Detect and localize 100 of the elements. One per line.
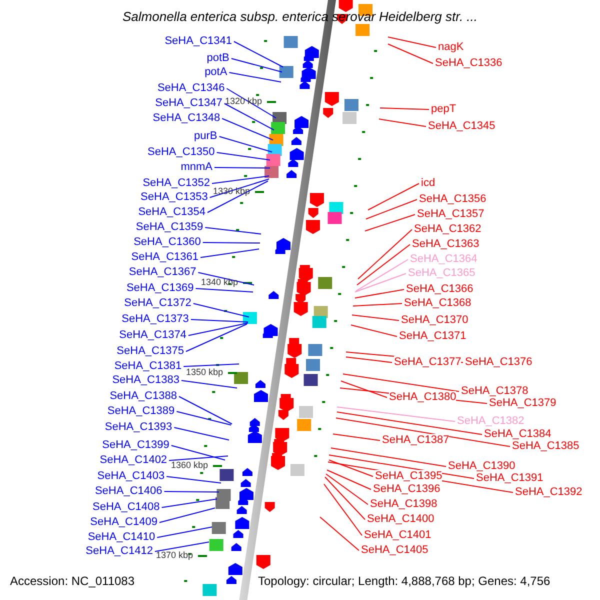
- leader-line: [214, 167, 270, 168]
- gene-label: SeHA_C1378: [461, 385, 528, 398]
- leader-line: [358, 229, 412, 280]
- gene-label: SeHA_C1383: [112, 374, 180, 387]
- gene-label: SeHA_C1353: [140, 191, 208, 204]
- leader-line: [185, 324, 248, 352]
- gene-label: SeHA_C1360: [134, 236, 201, 249]
- leader-line: [328, 460, 374, 477]
- gene-label: SeHA_C1406: [94, 485, 162, 498]
- gene-label: SeHA_C1345: [428, 120, 496, 133]
- gene-label: SeHA_C1352: [142, 177, 210, 190]
- gene-label: purB: [194, 130, 218, 143]
- scale-tick-label: 1370 kbp: [156, 549, 194, 562]
- leader-line: [209, 178, 270, 198]
- leader-line: [368, 183, 420, 210]
- gene-label: SeHA_C1401: [364, 529, 432, 542]
- leader-line: [234, 41, 284, 68]
- gene-label: SeHA_C1382: [457, 415, 524, 428]
- leader-line: [222, 118, 274, 140]
- leader-line: [326, 470, 372, 490]
- gene-label: potA: [204, 66, 228, 79]
- gene-label: SeHA_C1369: [126, 282, 194, 295]
- leader-line: [324, 484, 362, 536]
- gene-label: SeHA_C1359: [136, 221, 204, 234]
- leader-line: [380, 108, 430, 110]
- gene-label: SeHA_C1391: [476, 472, 544, 485]
- leader-line: [388, 44, 434, 64]
- gene-label: SeHA_C1372: [124, 297, 192, 310]
- gene-label: SeHA_C1412: [86, 545, 153, 558]
- gene-label: SeHA_C1387: [382, 434, 450, 447]
- leader-line: [218, 136, 272, 152]
- leader-line: [332, 434, 380, 441]
- scale-tick-label: 1350 kbp: [186, 366, 224, 379]
- leader-line: [216, 152, 270, 160]
- leader-line: [192, 303, 250, 318]
- leader-line: [168, 456, 228, 461]
- scale-tick-label: 1360 kbp: [171, 459, 208, 472]
- leader-line: [364, 214, 416, 232]
- gene-label: SeHA_C1354: [138, 206, 206, 219]
- gene-label: SeHA_C1368: [404, 297, 472, 310]
- gene-label: SeHA_C1398: [370, 498, 438, 511]
- leader-line: [212, 176, 270, 184]
- leader-line: [228, 72, 282, 82]
- gene-label: SeHA_C1400: [367, 513, 434, 526]
- gene-label: SeHA_C1375: [116, 345, 184, 358]
- gene-label: SeHA_C1395: [375, 470, 442, 483]
- gene-label: SeHA_C1379: [489, 397, 556, 410]
- leader-line: [230, 58, 282, 72]
- gene-label: SeHA_C1346: [157, 82, 225, 95]
- gene-label: SeHA_C1370: [401, 314, 468, 327]
- gene-label: SeHA_C1347: [155, 97, 222, 110]
- gene-label: SeHA_C1381: [114, 360, 182, 373]
- gene-label: SeHA_C1399: [102, 439, 170, 452]
- gene-label: SeHA_C1388: [110, 390, 177, 403]
- gene-label: SeHA_C1376: [465, 356, 532, 369]
- gene-label: SeHA_C1348: [152, 112, 220, 125]
- gene-label: SeHA_C1367: [128, 266, 196, 279]
- leader-line: [324, 476, 366, 520]
- leader-line: [178, 396, 232, 424]
- leader-line: [340, 380, 388, 398]
- gene-label: potB: [206, 52, 230, 65]
- leader-line: [366, 199, 418, 220]
- gene-label: SeHA_C1384: [484, 428, 552, 441]
- leader-line: [354, 289, 404, 298]
- leader-line: [156, 526, 212, 538]
- leader-line: [378, 118, 426, 127]
- gene-label: SeHA_C1389: [107, 405, 175, 418]
- gene-label: SeHA_C1362: [414, 223, 482, 236]
- gene-label: SeHA_C1365: [408, 267, 476, 280]
- leader-line: [200, 248, 260, 258]
- gene-label: SeHA_C1341: [164, 35, 232, 48]
- gene-label: SeHA_C1357: [417, 208, 484, 221]
- gene-label: SeHA_C1356: [419, 193, 486, 206]
- leader-line: [226, 88, 276, 118]
- leader-line: [352, 303, 402, 306]
- leader-line: [320, 516, 360, 551]
- gene-label: SeHA_C1364: [410, 253, 478, 266]
- leader-line: [161, 498, 218, 508]
- leader-line: [350, 324, 398, 337]
- leader-line: [336, 418, 510, 447]
- leader-line: [356, 259, 408, 292]
- gene-label: SeHA_C1373: [122, 313, 189, 326]
- leader-line: [224, 103, 274, 130]
- gene-label: SeHA_C1402: [100, 454, 168, 467]
- leader-line: [336, 412, 482, 435]
- leader-line: [207, 180, 268, 213]
- gene-label: nagK: [438, 41, 464, 54]
- leader-line: [183, 364, 240, 367]
- leader-line: [188, 322, 248, 336]
- leader-line: [190, 319, 248, 322]
- leader-line: [202, 242, 260, 244]
- scale-tick-label: 1320 kbp: [225, 95, 262, 108]
- gene-label: SeHA_C1408: [92, 501, 160, 514]
- gene-label: pepT: [431, 103, 456, 116]
- genome-summary-text: Topology: circular; Length: 4,888,768 bp; Genes: 4,756: [258, 575, 550, 588]
- gene-label: SeHA_C1403: [97, 470, 165, 483]
- leader-line: [174, 427, 230, 440]
- gene-label: SeHA_C1392: [515, 486, 582, 499]
- leader-line: [204, 227, 262, 234]
- leader-line: [346, 356, 392, 363]
